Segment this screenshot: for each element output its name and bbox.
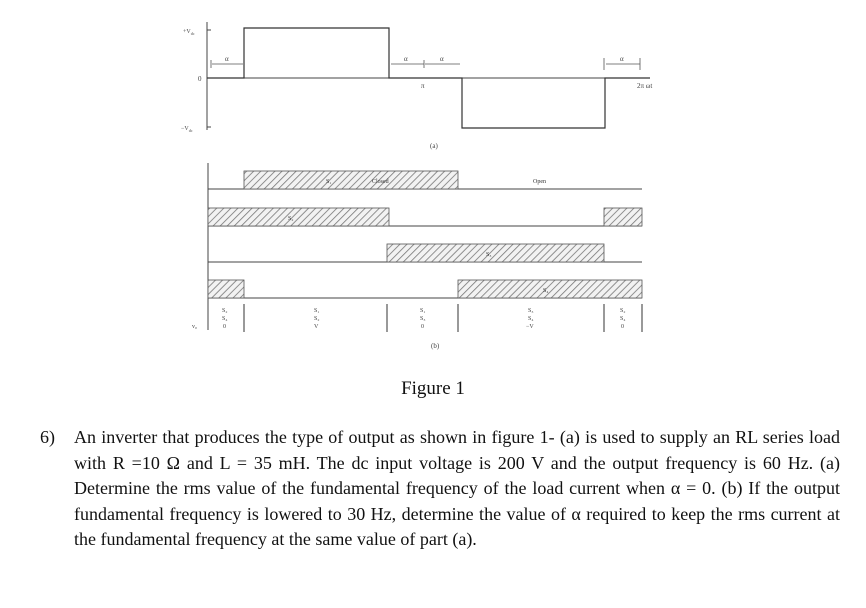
s3-closed-bar	[386, 243, 605, 263]
s1-closed-bar	[243, 170, 459, 190]
y-label-pos: +Vdc	[183, 29, 195, 36]
state-column-4: S₃ S₄ −V	[526, 308, 534, 330]
state-5-line-3: 0	[621, 324, 624, 330]
state-2-line-2: S₂	[314, 316, 319, 322]
two-pi-omega-t-label: 2π ωt	[637, 82, 652, 90]
state-5-line-2: S₄	[620, 316, 625, 322]
closed-label: Closed	[372, 179, 389, 185]
panel-b-label: (b)	[431, 342, 440, 350]
problem-statement: 6) An inverter that produces the type of…	[40, 425, 840, 553]
pi-label: π	[421, 82, 425, 90]
alpha-label-4: α	[620, 55, 624, 63]
y-label-neg: −Vdc	[181, 126, 193, 133]
alpha-label-2: α	[404, 55, 408, 63]
state-5-line-1: S₂	[620, 308, 625, 314]
state-column-1: S₂ S₄ 0	[222, 308, 227, 330]
y-label-zero: 0	[198, 75, 202, 83]
output-voltage-waveform	[207, 27, 650, 129]
state-3-line-2: S₃	[420, 316, 425, 322]
s2-closed-bar-1	[207, 207, 390, 227]
problem-number: 6)	[40, 427, 55, 447]
state-1-line-2: S₄	[222, 316, 227, 322]
state-1-line-3: 0	[223, 324, 226, 330]
y-label-pos-main: +V	[183, 29, 191, 35]
state-4-line-2: S₄	[528, 316, 533, 322]
s2-label: S₂	[288, 216, 293, 222]
state-4-line-3: −V	[526, 324, 534, 330]
state-3-line-3: 0	[421, 324, 424, 330]
s4-closed-bar-1	[207, 279, 245, 299]
s2-closed-bar-2	[603, 207, 643, 227]
alpha-label-1: α	[225, 55, 229, 63]
s3-label: S₃	[486, 252, 491, 258]
state-2-line-1: S₁	[314, 308, 319, 314]
state-4-line-1: S₃	[528, 308, 533, 314]
s4-closed-bar-2	[457, 279, 643, 299]
panel-b-switch-states: S₁ Closed Open S₂ S₃ S₄ v₀ S₂ S₄ 0 S₁	[192, 163, 643, 350]
y-label-pos-sub: dc	[191, 31, 195, 36]
state-3-line-1: S₁	[420, 308, 425, 314]
panel-a-waveform: α α α α π 2π ωt +Vdc 0 −Vdc (a)	[181, 22, 652, 150]
open-label: Open	[533, 179, 546, 185]
panel-a-label: (a)	[430, 142, 438, 150]
alpha-label-3: α	[440, 55, 444, 63]
s4-label: S₄	[543, 288, 548, 294]
y-label-neg-sub: dc	[189, 128, 193, 133]
s1-label: S₁	[326, 179, 331, 185]
state-1-line-1: S₂	[222, 308, 227, 314]
inverter-waveform-figure: α α α α π 2π ωt +Vdc 0 −Vdc (a) S₁ Close…	[181, 22, 652, 350]
figure-caption: Figure 1	[401, 378, 465, 399]
vo-label: v₀	[192, 324, 197, 330]
problem-text: An inverter that produces the type of ou…	[74, 427, 840, 549]
state-column-3: S₁ S₃ 0	[420, 308, 425, 330]
state-column-2: S₁ S₂ V	[314, 308, 319, 330]
state-2-line-3: V	[314, 324, 319, 330]
state-column-5: S₂ S₄ 0	[620, 308, 625, 330]
y-label-neg-main: −V	[181, 126, 189, 132]
